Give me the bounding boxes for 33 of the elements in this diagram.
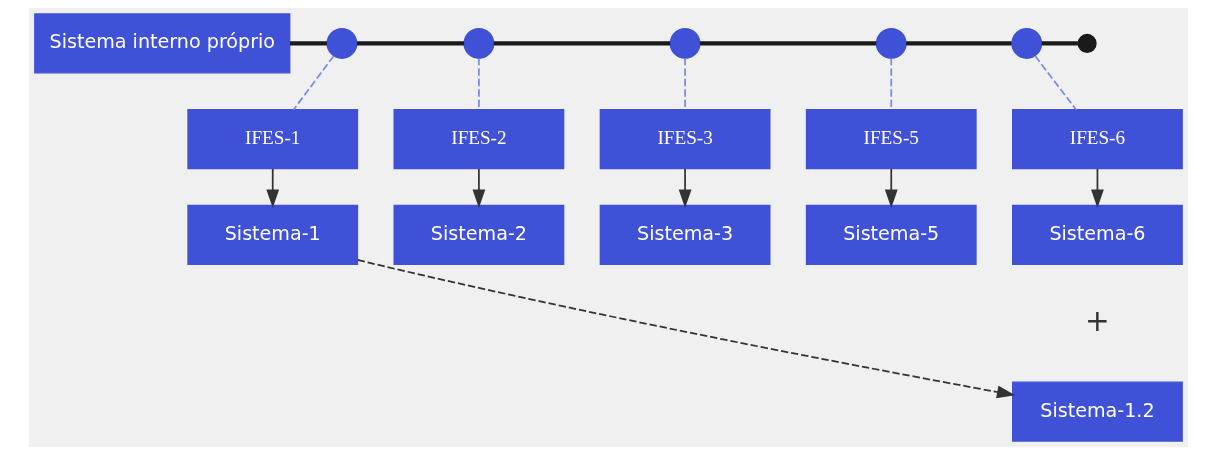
connector	[905, 41, 1012, 46]
connector	[493, 41, 670, 46]
node-box: Sistema-1	[186, 204, 358, 266]
node-box: IFES-1	[186, 108, 358, 170]
arrow	[265, 168, 279, 208]
node-box: IFES-6	[1011, 108, 1183, 170]
node-box: Sistema-2	[393, 204, 564, 266]
node-circle	[1077, 33, 1097, 53]
node-circle	[875, 27, 907, 59]
node-box: Sistema interno próprio	[33, 13, 290, 74]
arrow	[678, 168, 691, 208]
node-circle	[326, 27, 357, 59]
node-circle	[1010, 27, 1042, 59]
node-circle	[669, 27, 701, 59]
connector	[699, 41, 876, 46]
connector	[356, 41, 464, 46]
label: +	[1084, 303, 1110, 338]
node-box: IFES-3	[599, 108, 770, 170]
node-box: Sistema-1.2	[1011, 381, 1183, 442]
arrow	[356, 258, 1015, 399]
connector	[292, 55, 334, 111]
node-circle	[462, 27, 494, 59]
arrow	[472, 168, 485, 208]
connector	[1041, 41, 1078, 46]
connector	[1034, 55, 1077, 111]
arrow	[1090, 168, 1104, 208]
node-box: Sistema-3	[599, 204, 770, 266]
node-box: IFES-2	[393, 108, 564, 170]
node-box: IFES-5	[805, 108, 977, 170]
node-box: Sistema-6	[1011, 204, 1183, 266]
arrow	[884, 168, 898, 208]
node-box: Sistema-5	[805, 204, 977, 266]
connector	[289, 41, 327, 46]
